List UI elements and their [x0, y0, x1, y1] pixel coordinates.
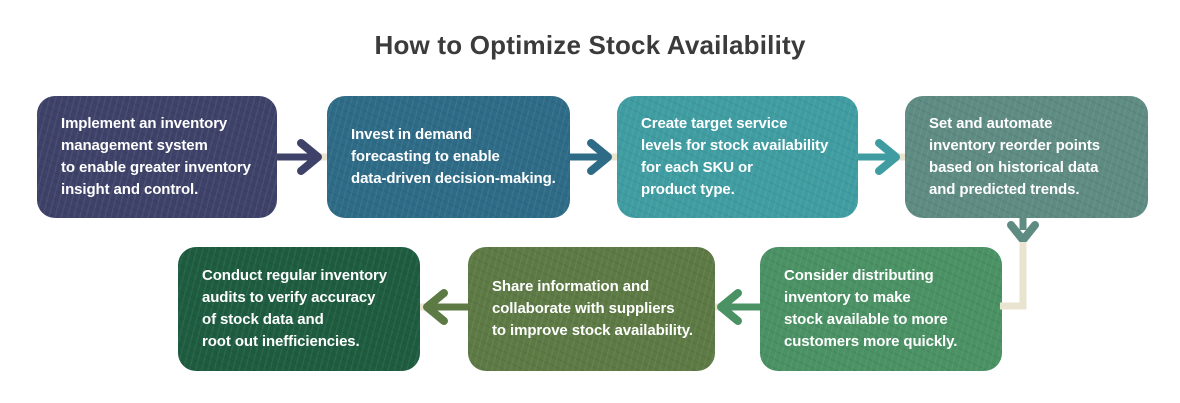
step-text-6: Share information and collaborate with s… — [492, 278, 693, 339]
step-text-5: Consider distributing inventory to make … — [784, 267, 958, 350]
step-text-2: Invest in demand forecasting to enable d… — [351, 126, 556, 187]
step-text-1: Implement an inventory management system… — [61, 115, 251, 198]
arrow-left-icon — [715, 289, 760, 325]
connector-path — [1000, 242, 1027, 310]
arrow-head — [587, 139, 612, 175]
arrow-head — [717, 289, 742, 325]
step-box-7: Conduct regular inventory audits to veri… — [178, 247, 420, 371]
step-text-3: Create target service levels for stock a… — [641, 115, 829, 198]
step-text-7: Conduct regular inventory audits to veri… — [202, 267, 388, 350]
arrow-right-icon — [858, 139, 905, 175]
arrow-head — [875, 139, 900, 175]
step-box-2: Invest in demand forecasting to enable d… — [327, 96, 570, 218]
arrow-right-icon — [570, 139, 617, 175]
arrow-down-icon — [1007, 218, 1039, 244]
arrow-right-icon — [277, 139, 327, 175]
arrow-head — [423, 289, 448, 325]
step-box-1: Implement an inventory management system… — [37, 96, 277, 218]
step-box-4: Set and automate inventory reorder point… — [905, 96, 1148, 218]
elbow-connector-line — [1000, 242, 1027, 310]
step-text-4: Set and automate inventory reorder point… — [929, 115, 1100, 198]
step-box-6: Share information and collaborate with s… — [468, 247, 715, 371]
page-title: How to Optimize Stock Availability — [374, 30, 806, 60]
arrow-head — [1007, 221, 1039, 244]
step-box-3: Create target service levels for stock a… — [617, 96, 858, 218]
arrow-left-icon — [420, 289, 468, 325]
step-box-5: Consider distributing inventory to make … — [760, 247, 1002, 371]
arrow-head — [297, 139, 322, 175]
